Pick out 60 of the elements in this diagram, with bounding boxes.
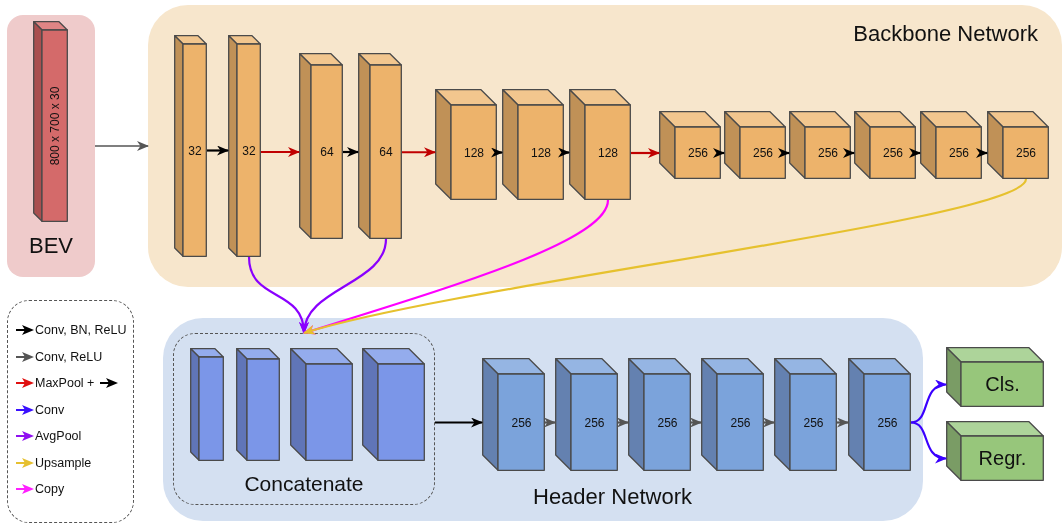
arrow xyxy=(303,178,1027,335)
arrow xyxy=(402,147,436,158)
arrow xyxy=(909,148,921,158)
panel-title: BEV xyxy=(28,233,74,259)
panel-title: Concatenate xyxy=(243,472,365,496)
arrow xyxy=(343,147,359,157)
legend-text: AvgPool xyxy=(35,429,82,443)
arrow xyxy=(763,417,775,428)
layer-label: 256 xyxy=(883,146,903,160)
layer-label: 32 xyxy=(242,143,256,158)
arrow xyxy=(544,417,556,428)
arrow xyxy=(690,417,702,428)
arrow xyxy=(778,148,790,158)
network-panel xyxy=(148,5,1062,287)
layer-label: 256 xyxy=(818,146,838,160)
network-panel xyxy=(163,318,923,521)
layer-label: 256 xyxy=(688,146,708,160)
arrow xyxy=(837,417,849,428)
layer-label: Cls. xyxy=(985,373,1020,396)
layer-label: Regr. xyxy=(978,447,1027,470)
layer-label: 64 xyxy=(320,145,334,159)
legend-text: Copy xyxy=(35,482,65,496)
layer-label: 128 xyxy=(531,145,551,160)
legend-text: Conv, BN, ReLU xyxy=(35,323,127,337)
legend-text: MaxPool + xyxy=(35,376,95,390)
layer-label: 32 xyxy=(188,143,202,158)
layer-label: 256 xyxy=(753,146,773,160)
legend-text: Upsample xyxy=(35,455,92,470)
arrow xyxy=(976,148,988,158)
layer-label: 64 xyxy=(379,145,393,159)
network-panel xyxy=(7,15,95,277)
arrow xyxy=(843,148,855,158)
arrow xyxy=(207,145,229,156)
arrow xyxy=(617,417,629,428)
layer-label: 256 xyxy=(730,415,751,430)
layer-label: 256 xyxy=(584,415,605,430)
arrow xyxy=(910,381,947,424)
arrow xyxy=(435,417,483,428)
arrow xyxy=(713,148,725,158)
arrow xyxy=(261,147,300,157)
layer-label: 256 xyxy=(877,415,898,430)
arrow xyxy=(558,147,570,158)
layer-label: 128 xyxy=(598,145,618,160)
layer-label: 256 xyxy=(511,415,532,430)
legend-text: Conv xyxy=(35,402,65,417)
layer-label: 256 xyxy=(803,415,824,430)
layer-label: 256 xyxy=(1016,146,1036,160)
legend-text: Conv, ReLU xyxy=(35,349,103,364)
arrow xyxy=(300,238,388,334)
layer-label: 256 xyxy=(949,146,969,160)
layer-label: 256 xyxy=(657,415,678,430)
arrow xyxy=(631,148,660,158)
group-frame xyxy=(173,333,435,505)
arrow xyxy=(94,141,149,151)
arrow xyxy=(910,421,947,463)
arrow xyxy=(491,147,503,158)
panel-title: Backbone Network xyxy=(853,21,1038,47)
layer-label: 128 xyxy=(464,145,484,160)
dimension-label: 800 x 700 x 30 xyxy=(48,86,62,166)
panel-title: Header Network xyxy=(533,484,692,510)
